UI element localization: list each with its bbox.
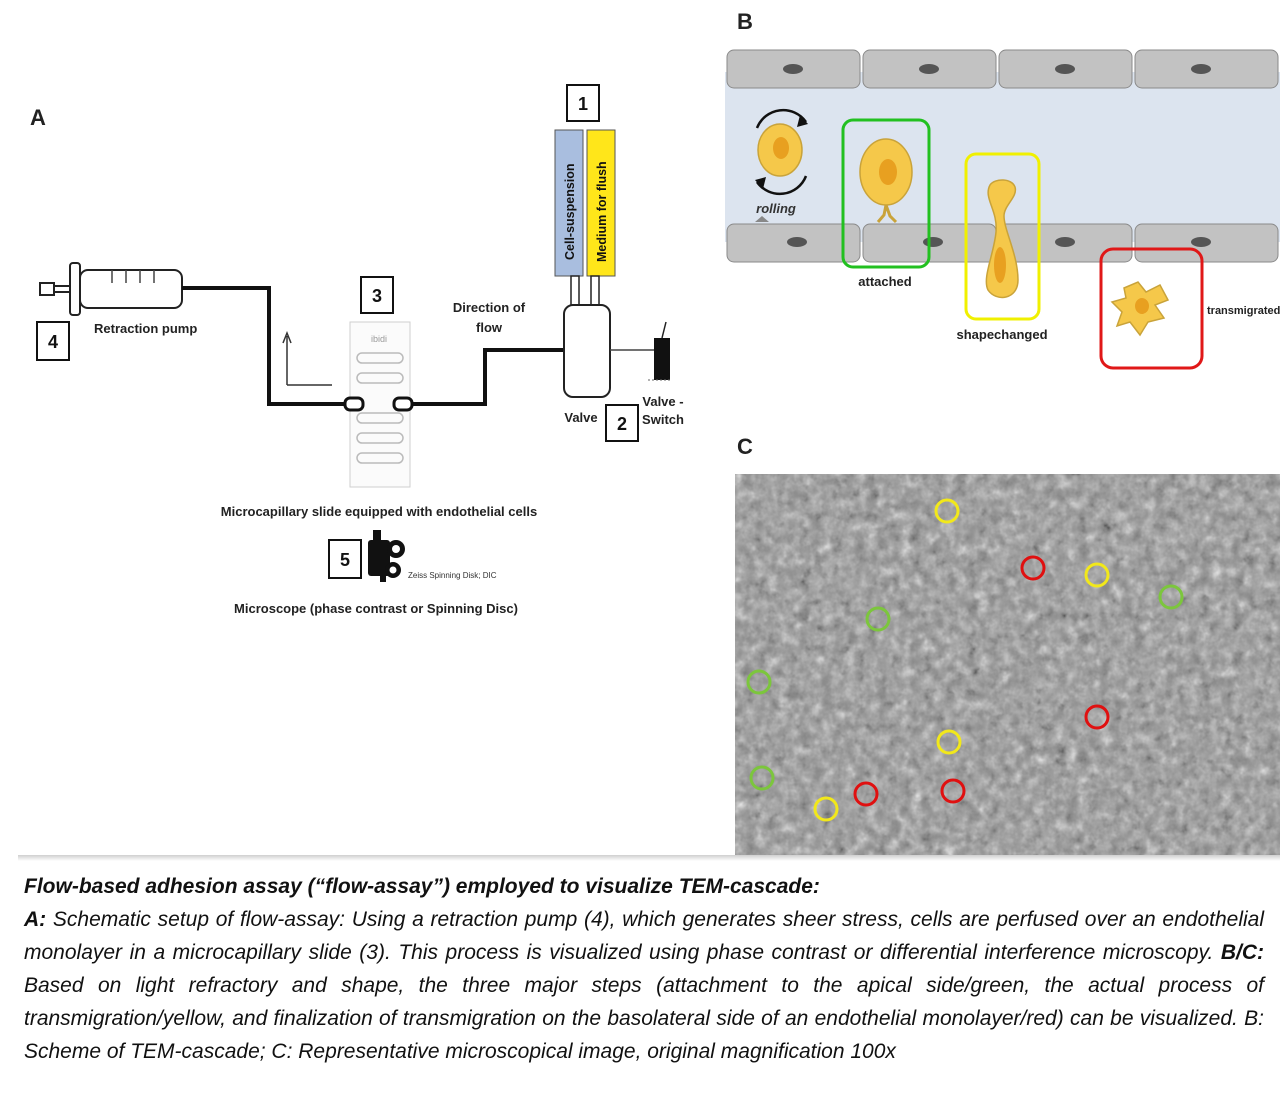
valve-switch-label-1: Valve - — [642, 394, 683, 409]
svg-text:Medium for flush: Medium for flush — [595, 161, 609, 262]
svg-text:Cell-suspension: Cell-suspension — [563, 163, 577, 260]
shapechanged-label: shapechanged — [956, 327, 1047, 342]
box-5: 5 — [328, 539, 362, 579]
retraction-pump-label: Retraction pump — [94, 321, 197, 336]
microscope-small-label: Zeiss Spinning Disk; DIC — [408, 571, 497, 580]
caption-bc-text: Based on light refractory and shape, the… — [24, 974, 1264, 1063]
panel-c: C — [735, 434, 1280, 860]
endothelium-nuclei-top — [783, 64, 1211, 74]
tubing — [182, 286, 564, 406]
valve — [563, 304, 611, 398]
caption-a-text: Schematic setup of flow-assay: Using a r… — [24, 908, 1264, 964]
svg-text:2: 2 — [617, 414, 627, 434]
panel-a: A 4 Retraction pump 3 — [30, 84, 684, 616]
red-cell-marker — [1020, 555, 1046, 581]
box-3: 3 — [360, 276, 394, 314]
transmigrated-label: transmigrated — [1207, 305, 1280, 317]
figure-caption: Flow-based adhesion assay (“flow-assay”)… — [24, 870, 1264, 1068]
figure-area: A 4 Retraction pump 3 — [30, 9, 1280, 860]
yellow-cell-marker — [1084, 562, 1110, 588]
valve-label: Valve — [564, 410, 597, 425]
figure-shadow — [18, 855, 1280, 861]
green-cell-marker — [749, 765, 775, 791]
cell-suspension-reservoir: Cell-suspension — [554, 129, 584, 277]
microscope-label: Microscope (phase contrast or Spinning D… — [234, 601, 518, 616]
flow-arrow-icon — [282, 330, 332, 386]
red-cell-marker — [1084, 704, 1110, 730]
micrograph-markers — [746, 498, 1184, 822]
svg-text:1: 1 — [578, 94, 588, 114]
microcapillary-slide: ibidi — [343, 321, 414, 488]
caption-a-label: A: — [24, 908, 47, 931]
reservoir-tubes — [570, 275, 600, 307]
red-cell-marker — [940, 778, 966, 804]
microscope-icon — [368, 530, 405, 582]
ibidi-label: ibidi — [371, 334, 387, 344]
medium-for-flush-reservoir: Medium for flush — [586, 129, 616, 277]
yellow-cell-marker — [934, 498, 960, 524]
attached-label: attached — [858, 274, 912, 289]
endothelium-nuclei-bottom — [787, 237, 1211, 247]
direction-of-flow-label-2: flow — [476, 320, 503, 335]
svg-text:3: 3 — [372, 286, 382, 306]
red-cell-marker — [853, 781, 879, 807]
caption-title: Flow-based adhesion assay (“flow-assay”)… — [24, 875, 820, 898]
direction-of-flow-label-1: Direction of — [453, 300, 526, 315]
caption-bc-label: B/C: — [1220, 941, 1264, 964]
yellow-cell-marker — [813, 796, 839, 822]
svg-text:4: 4 — [48, 332, 58, 352]
attached-cell — [841, 118, 931, 269]
valve-switch-icon — [648, 321, 670, 381]
green-cell-marker — [746, 669, 772, 695]
slide-label: Microcapillary slide equipped with endot… — [221, 504, 537, 519]
panel-b: B rolling — [725, 9, 1280, 370]
transmigrated-cell — [1099, 247, 1204, 370]
panel-b-letter: B — [737, 9, 753, 34]
box-2: 2 — [605, 404, 639, 442]
box-4: 4 — [36, 321, 70, 361]
micrograph — [735, 474, 1280, 860]
green-cell-marker — [1158, 584, 1184, 610]
box-1: 1 — [566, 84, 600, 122]
valve-switch-label-2: Switch — [642, 412, 684, 427]
panel-a-letter: A — [30, 105, 46, 130]
svg-text:5: 5 — [340, 550, 350, 570]
shapechanged-cell — [964, 152, 1041, 321]
yellow-cell-marker — [936, 729, 962, 755]
green-cell-marker — [865, 606, 891, 632]
rolling-label: rolling — [756, 201, 796, 216]
syringe-icon — [39, 262, 183, 316]
panel-c-letter: C — [737, 434, 753, 459]
rolling-cell: rolling — [755, 108, 808, 222]
